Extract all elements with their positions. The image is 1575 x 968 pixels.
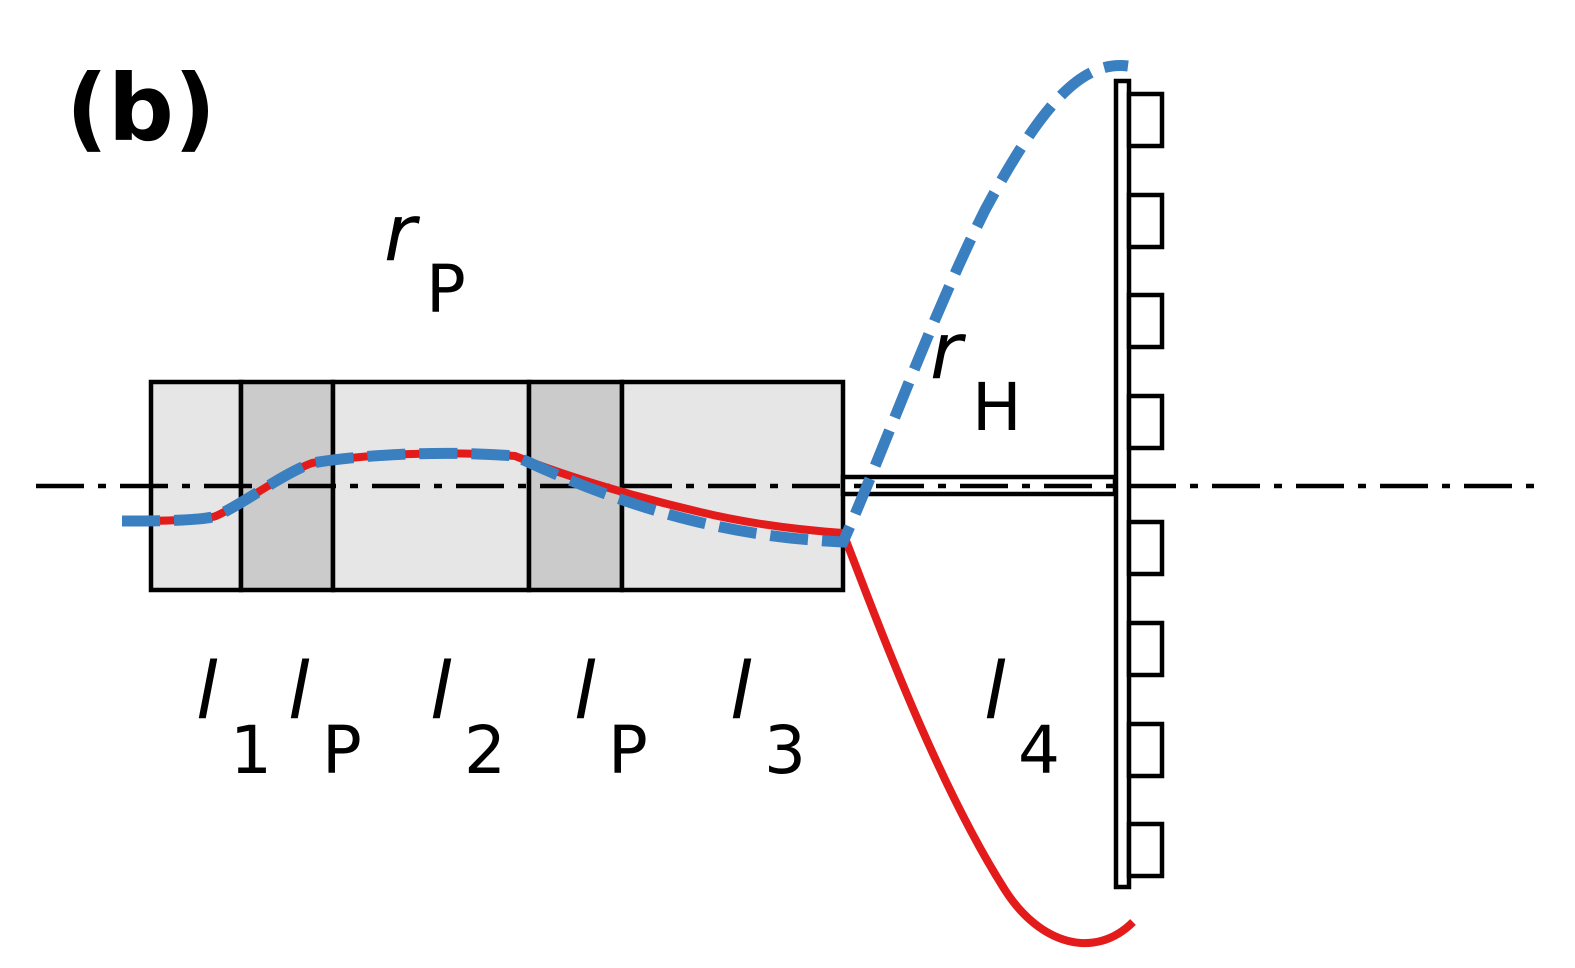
plate-tooth xyxy=(1126,393,1165,451)
label-r-h-main: r xyxy=(930,307,967,397)
label-l-2: l 2 xyxy=(430,647,506,789)
label-r-p: r P xyxy=(384,189,466,328)
label-l-p-first: l P xyxy=(288,647,362,789)
blue-mode-curve xyxy=(121,60,1129,548)
label-l-4-main: l xyxy=(984,647,1006,737)
plate-tooth xyxy=(1126,721,1165,779)
label-l-p-second: l P xyxy=(574,647,648,789)
label-l-2-sub: 2 xyxy=(464,712,506,789)
label-l-2-main: l xyxy=(430,647,452,737)
plate-tooth xyxy=(1126,620,1165,678)
label-l-p-second-main: l xyxy=(574,647,596,737)
label-l-1-sub: 1 xyxy=(230,712,272,789)
red-mode-curve xyxy=(121,449,1136,948)
label-r-h-sub: H xyxy=(972,369,1022,446)
label-l-p-second-sub: P xyxy=(608,712,648,789)
label-r-h: r H xyxy=(930,307,1022,446)
plate-tooth xyxy=(1126,519,1165,577)
label-r-p-main: r xyxy=(384,189,421,279)
label-l-p-first-sub: P xyxy=(322,712,362,789)
label-l-1: l 1 xyxy=(196,647,272,789)
panel-label: (b) xyxy=(66,55,216,162)
label-l-3: l 3 xyxy=(730,647,806,789)
plate-tooth xyxy=(1126,292,1165,350)
label-l-4: l 4 xyxy=(984,647,1060,789)
support-plate xyxy=(1113,78,1165,890)
plate-tooth xyxy=(1126,91,1165,149)
label-l-1-main: l xyxy=(196,647,218,737)
label-l-3-main: l xyxy=(730,647,752,737)
plate-tooth xyxy=(1126,192,1165,250)
label-l-3-sub: 3 xyxy=(764,712,806,789)
label-r-p-sub: P xyxy=(426,251,466,328)
label-l-p-first-main: l xyxy=(288,647,310,737)
plate-tooth xyxy=(1126,821,1165,879)
label-l-4-sub: 4 xyxy=(1018,712,1060,789)
